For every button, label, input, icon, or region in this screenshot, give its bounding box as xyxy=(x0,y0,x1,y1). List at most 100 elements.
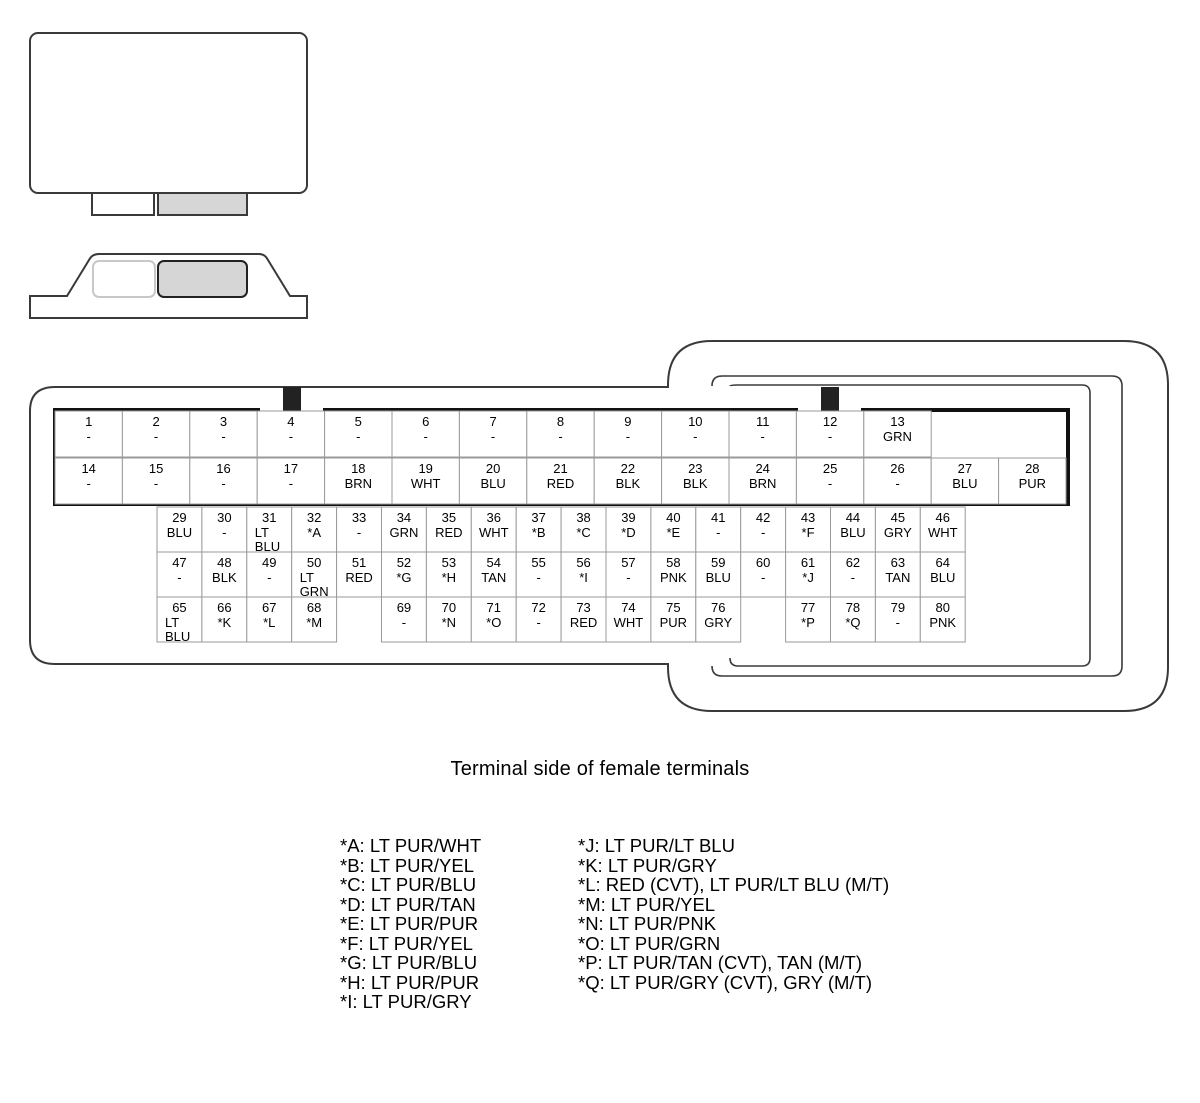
terminal-number: 50 xyxy=(307,555,321,570)
terminal-wire-color: LT xyxy=(165,615,179,630)
terminal-wire-color: WHT xyxy=(411,476,441,491)
terminal-number: 55 xyxy=(531,555,545,570)
terminal-wire-color: - xyxy=(536,570,540,585)
terminal-wire-color: BLU xyxy=(706,570,731,585)
terminal-40: 40*E xyxy=(650,506,697,553)
terminal-cell xyxy=(336,551,383,598)
terminal-wire-color: GRN xyxy=(390,525,419,540)
terminal-wire-color: *Q xyxy=(845,615,860,630)
terminal-number: 31 xyxy=(262,510,276,525)
terminal-number: 72 xyxy=(531,600,545,615)
terminal-wire-color: - xyxy=(424,429,428,444)
terminal-number: 11 xyxy=(756,414,770,429)
terminal-number: 47 xyxy=(172,555,186,570)
terminal-number: 27 xyxy=(958,461,972,476)
terminal-9: 9- xyxy=(593,410,663,458)
terminal-wire-color: PUR xyxy=(660,615,687,630)
terminal-30: 30- xyxy=(201,506,248,553)
terminal-cell xyxy=(256,457,326,505)
terminal-number: 1 xyxy=(85,414,92,429)
terminal-cell xyxy=(919,551,966,598)
terminal-cell xyxy=(391,410,460,458)
terminal-wire-color: BLK xyxy=(212,570,237,585)
terminal-wire-color: RED xyxy=(435,525,462,540)
terminal-66: 66*K xyxy=(201,596,248,643)
terminal-cell xyxy=(156,551,203,598)
terminal-number: 67 xyxy=(262,600,276,615)
terminal-number: 35 xyxy=(442,510,456,525)
terminal-number: 53 xyxy=(442,555,456,570)
terminal-number: 32 xyxy=(307,510,321,525)
terminal-60: 60- xyxy=(740,551,787,598)
terminal-number: 52 xyxy=(397,555,411,570)
terminal-cell xyxy=(560,551,607,598)
terminal-wire-color: *J xyxy=(802,570,814,585)
terminal-wire-color: - xyxy=(222,525,226,540)
terminal-cell xyxy=(324,457,393,505)
terminal-cell xyxy=(425,551,472,598)
terminal-79: 79- xyxy=(874,596,921,643)
terminal-wire-color: BLU xyxy=(930,570,955,585)
terminal-wire-color: BLU xyxy=(840,525,865,540)
terminal-49: 49- xyxy=(246,551,293,598)
terminal-number: 73 xyxy=(576,600,590,615)
terminal-number: 36 xyxy=(487,510,501,525)
terminal-wire-color: WHT xyxy=(614,615,644,630)
terminal-cell xyxy=(246,596,293,643)
diagram-caption: Terminal side of female terminals xyxy=(450,758,750,780)
terminal-number: 69 xyxy=(397,600,411,615)
terminal-cell xyxy=(593,457,663,505)
terminal-wire-color: - xyxy=(87,429,91,444)
terminal-wire-color: LT xyxy=(255,525,269,540)
terminal-cell xyxy=(874,551,921,598)
terminal-wire-color: - xyxy=(289,429,293,444)
terminal-cell xyxy=(526,410,595,458)
used-half-top-view xyxy=(157,192,248,216)
wire-color-legend-right: *J: LT PUR/LT BLU*K: LT PUR/GRY*L: RED (… xyxy=(578,836,889,992)
terminal-number: 20 xyxy=(486,461,500,476)
terminal-cell xyxy=(246,506,293,553)
terminal-56: 56*I xyxy=(560,551,607,598)
terminal-number: 29 xyxy=(172,510,186,525)
terminal-number: 18 xyxy=(351,461,365,476)
legend-entry: *H: LT PUR/PUR xyxy=(340,971,480,993)
terminal-grid: 1-2-3-4-5-6-7-8-9-10-11-12-13GRN14-15-16… xyxy=(54,410,1067,644)
terminal-number: 23 xyxy=(688,461,702,476)
terminal-cell xyxy=(863,410,932,458)
terminal-2: 2- xyxy=(121,410,191,458)
terminal-cell xyxy=(54,410,123,458)
terminal-number: 22 xyxy=(621,461,635,476)
terminal-cell xyxy=(650,551,697,598)
terminal-wire-color: - xyxy=(761,525,765,540)
terminal-wire-color: BLU xyxy=(255,539,280,554)
terminal-cell xyxy=(695,596,742,643)
terminal-wire-color: - xyxy=(761,570,765,585)
terminal-number: 28 xyxy=(1025,461,1039,476)
terminal-wire-color: - xyxy=(851,570,855,585)
terminal-cell xyxy=(593,410,663,458)
terminal-1: 1- xyxy=(54,410,123,458)
legend-entry: *M: LT PUR/YEL xyxy=(578,893,716,915)
terminal-wire-color: - xyxy=(536,615,540,630)
terminal-wire-color: - xyxy=(221,429,225,444)
terminal-wire-color: *I xyxy=(579,570,588,585)
terminal-wire-color: *D xyxy=(621,525,635,540)
terminal-wire-color: - xyxy=(154,429,158,444)
terminal-wire-color: GRN xyxy=(300,584,329,599)
terminal-wire-color: - xyxy=(289,476,293,491)
terminal-number: 71 xyxy=(487,600,501,615)
terminal-cell xyxy=(728,410,797,458)
terminal-cell xyxy=(336,506,383,553)
terminal-33: 33- xyxy=(336,506,383,553)
terminal-number: 57 xyxy=(621,555,635,570)
